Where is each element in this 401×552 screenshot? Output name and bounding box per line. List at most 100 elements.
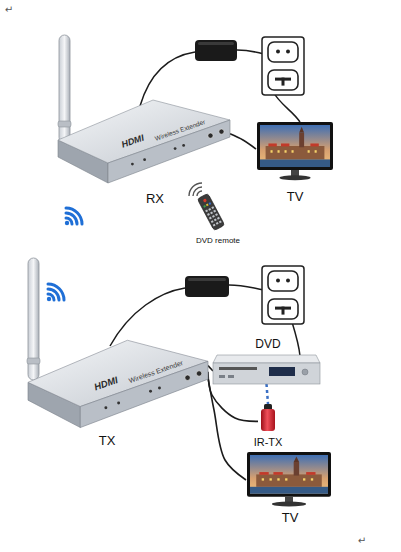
tv-stand [291, 170, 299, 176]
screen-window [277, 478, 279, 480]
tv-set: TV [256, 122, 334, 182]
screen-window [311, 478, 313, 480]
antenna-joint [27, 358, 40, 364]
screen-window [303, 478, 305, 480]
remote-body-group [197, 193, 224, 230]
tv-base [272, 502, 306, 507]
power-cable [110, 288, 185, 346]
part-label: RX [146, 192, 164, 206]
remote-button [211, 206, 214, 209]
screen-spire [294, 457, 299, 462]
dvd-knob [302, 369, 308, 375]
dvd-player: DVD [213, 355, 320, 384]
hdmi-cable [230, 134, 256, 149]
screen-water [260, 159, 330, 167]
device-port [143, 158, 146, 161]
ir-wave [189, 183, 202, 196]
part-label: TX [99, 434, 116, 448]
ir-body [261, 409, 275, 431]
tv-drawing [246, 452, 332, 508]
dvd-top [213, 355, 320, 363]
screen-window [278, 150, 280, 153]
part-label: TV [282, 511, 299, 525]
remote-button [211, 220, 214, 223]
device-port [104, 406, 107, 409]
remote-body [197, 193, 224, 230]
socket [268, 271, 298, 291]
screen-spire [299, 127, 304, 133]
dvd-front [213, 363, 320, 384]
remote-button [210, 211, 213, 214]
remote-button [219, 220, 222, 223]
socket-hole [276, 279, 280, 283]
tv-screen [260, 125, 330, 167]
device-drawing [58, 95, 230, 192]
tv-set: TV [246, 452, 332, 508]
device-jack [185, 375, 190, 380]
power-cable [292, 322, 300, 356]
wall-outlet [262, 266, 304, 324]
remote-button [203, 198, 207, 202]
screen-window [285, 478, 287, 480]
irtx-drawing [258, 404, 278, 433]
screen-tower [299, 133, 304, 148]
antenna-joint [58, 121, 71, 127]
screen-water [250, 487, 328, 494]
power-cable [237, 50, 264, 54]
remote-button [212, 215, 215, 218]
remote-drawing [196, 192, 226, 232]
socket-slot [282, 307, 285, 315]
screen-window [315, 150, 317, 153]
device-jack [219, 129, 224, 134]
socket [268, 42, 298, 62]
screen-window [271, 150, 273, 153]
hdmi-cable [208, 378, 246, 480]
screen-window [292, 150, 294, 153]
screen-roof [281, 143, 289, 146]
screen-window [308, 150, 310, 153]
device-port [158, 387, 161, 390]
tv-drawing [256, 122, 334, 182]
tv-frame [247, 452, 331, 497]
device-port [174, 147, 177, 150]
device-jack [208, 133, 213, 138]
remote-button [217, 217, 220, 220]
antenna [59, 35, 70, 143]
adapter-highlight [198, 42, 234, 45]
device-jack [196, 371, 201, 376]
dvd-tray [219, 367, 257, 370]
power-adapter [185, 276, 229, 297]
ir-wave [193, 187, 202, 196]
remote-button [206, 204, 209, 207]
remote-button [209, 202, 212, 205]
screen-roof [273, 472, 282, 475]
tv-screen [250, 455, 328, 494]
adapter-highlight [188, 278, 226, 281]
ir-wave [197, 191, 202, 196]
tv-base [279, 175, 310, 180]
wall-outlet [262, 37, 304, 95]
dvd-display [269, 367, 295, 376]
power-cable [140, 52, 195, 106]
screen-roof [306, 472, 315, 475]
device-port [131, 163, 134, 166]
socket-hole [286, 50, 290, 54]
wifi-dot [47, 297, 51, 301]
hdmi-cable [208, 366, 213, 371]
remote-button [216, 222, 219, 225]
remote-control: DVD remote [196, 192, 226, 232]
ir-beam [267, 384, 269, 404]
remote-button [214, 219, 217, 222]
power-adapter [195, 40, 237, 61]
ir-emitter: IR-TX [258, 404, 278, 433]
socket [268, 299, 298, 319]
remote-button [205, 210, 208, 213]
remote-button [213, 210, 216, 213]
antenna [28, 258, 39, 380]
wifi-dot [65, 221, 69, 225]
screen-window [285, 150, 287, 153]
device-drawing [28, 335, 208, 437]
device-port [117, 402, 120, 405]
screen-roof [268, 143, 276, 146]
